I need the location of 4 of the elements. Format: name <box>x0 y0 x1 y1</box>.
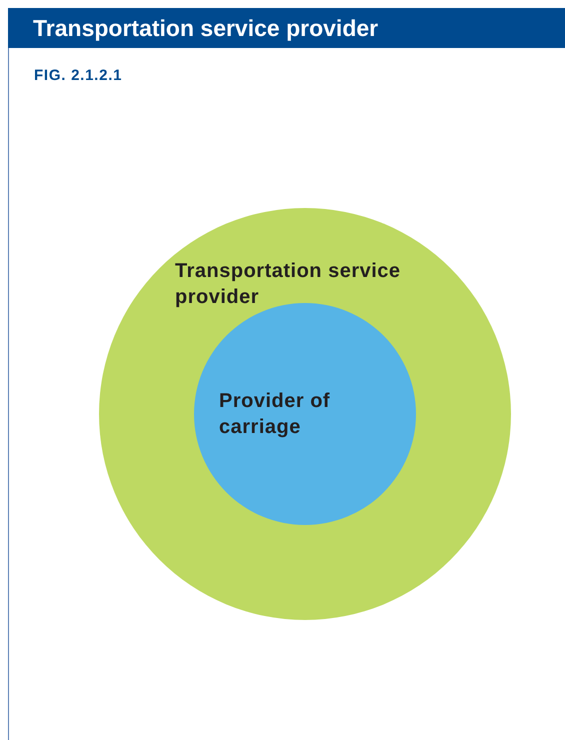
figure-number: FIG. 2.1.2.1 <box>34 66 122 86</box>
circle-label: Provider of carriage <box>219 389 332 440</box>
title-banner: Transportation service provider <box>8 8 565 48</box>
circle-label: Transportation service provider <box>175 259 402 310</box>
